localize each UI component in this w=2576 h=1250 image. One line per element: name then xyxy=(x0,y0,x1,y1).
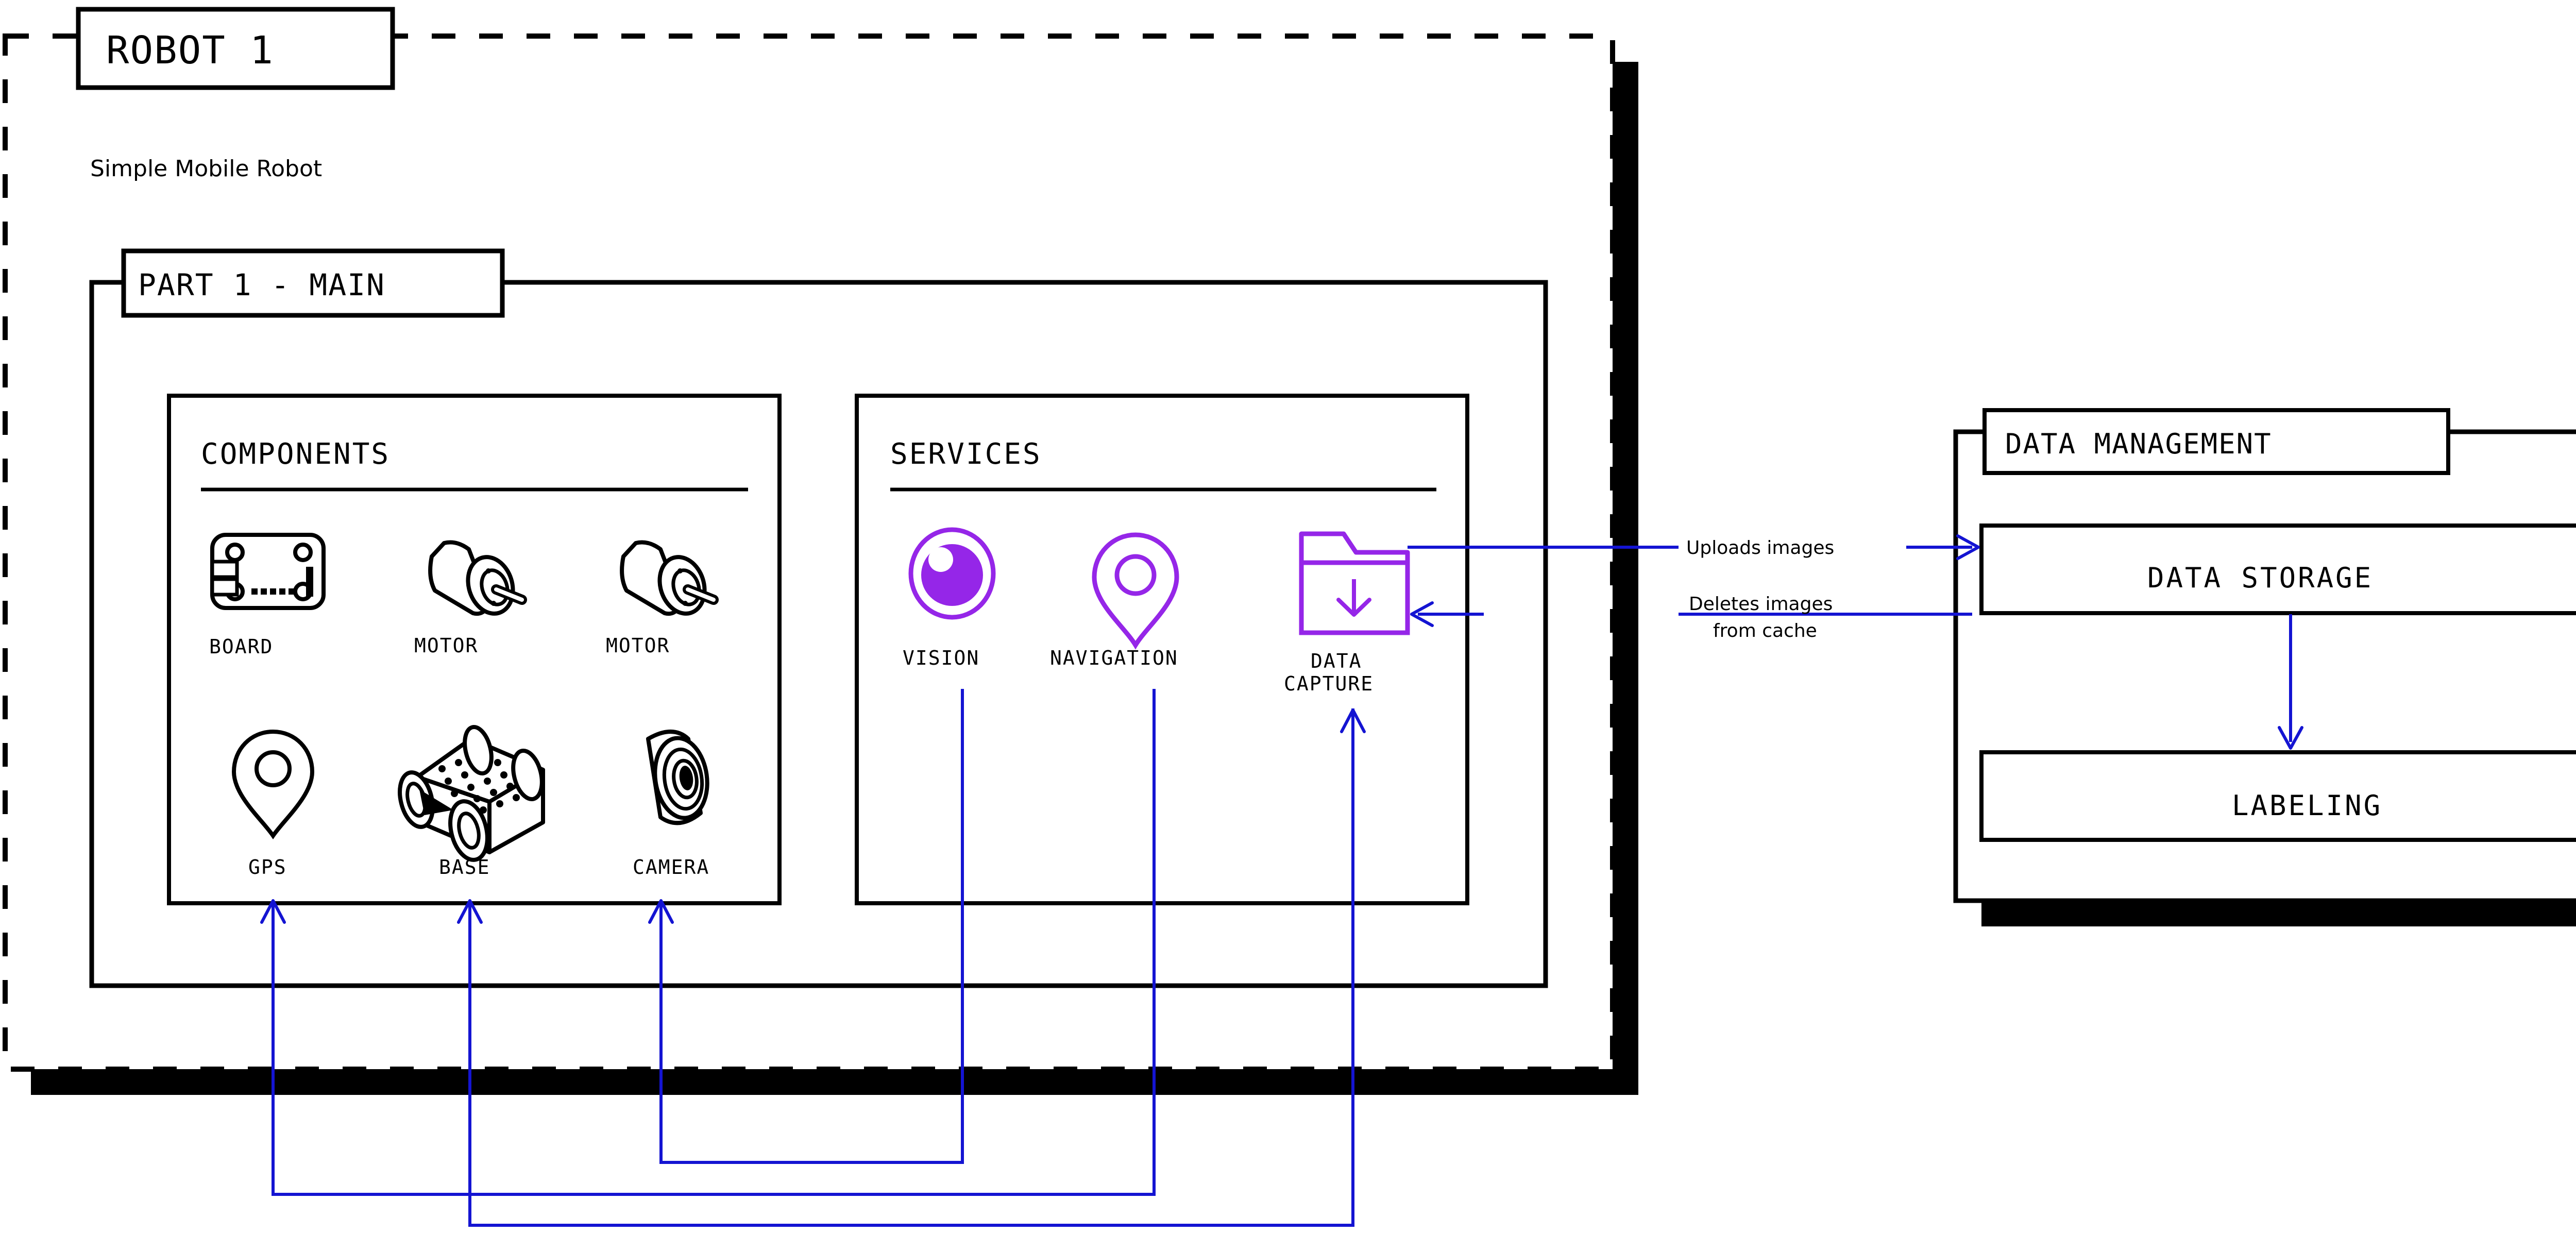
part-main-title: PART 1 - MAIN xyxy=(138,267,385,302)
edge-uploads-images-label: Uploads images xyxy=(1686,537,1834,559)
wire-vision-to-camera xyxy=(648,689,964,1164)
part-main-container xyxy=(89,280,1548,988)
components-panel: COMPONENTS xyxy=(167,394,782,905)
map-pin-icon xyxy=(231,729,315,840)
service-vision[interactable]: VISION xyxy=(903,527,996,669)
data-storage-box[interactable]: DATA STORAGE xyxy=(1979,523,2576,615)
component-base-label: BASE xyxy=(439,856,490,879)
folder-download-icon xyxy=(1299,531,1410,635)
wire-base-to-data-capture xyxy=(457,708,1366,1227)
component-gps[interactable]: GPS xyxy=(231,729,315,879)
wire-navigation-to-gps xyxy=(260,689,1156,1196)
service-data-capture-label-line2: CAPTURE xyxy=(1284,672,1374,695)
component-base[interactable]: BASE xyxy=(395,724,547,879)
service-data-capture[interactable]: DATA CAPTURE xyxy=(1284,531,1410,695)
edge-uploads-images: Uploads images xyxy=(1408,534,1980,560)
service-data-capture-label-line1: DATA xyxy=(1311,650,1362,672)
component-board[interactable]: BOARD xyxy=(209,533,326,658)
edge-deletes-images-label-line1: Deletes images xyxy=(1689,594,1833,615)
data-storage-label: DATA STORAGE xyxy=(2147,562,2373,594)
labeling-box[interactable]: LABELING xyxy=(1979,750,2576,842)
map-pin-icon xyxy=(1092,532,1179,650)
motor-icon xyxy=(428,540,527,616)
eye-icon xyxy=(908,527,996,620)
service-component-wiring xyxy=(260,689,1366,1227)
circuit-board-icon xyxy=(210,533,326,610)
robot-title: ROBOT 1 xyxy=(106,28,274,73)
data-management-shadow xyxy=(1956,432,2576,926)
edge-deletes-images-label-line2: from cache xyxy=(1713,620,1817,641)
camera-lens-icon xyxy=(646,730,709,825)
service-navigation-label: NAVIGATION xyxy=(1050,647,1178,669)
robot-base-icon xyxy=(398,724,545,862)
data-management-title: DATA MANAGEMENT xyxy=(2005,428,2272,460)
labeling-label: LABELING xyxy=(2232,789,2382,822)
service-vision-label: VISION xyxy=(903,647,979,669)
component-motor-1[interactable]: MOTOR xyxy=(414,540,527,657)
component-camera-label: CAMERA xyxy=(633,856,709,879)
edge-storage-to-labeling xyxy=(2278,614,2303,750)
component-board-label: BOARD xyxy=(209,635,273,658)
component-motor-2-label: MOTOR xyxy=(606,634,670,657)
robot-title-plate: ROBOT 1 xyxy=(76,7,395,90)
services-heading: SERVICES xyxy=(890,437,1042,471)
service-navigation[interactable]: NAVIGATION xyxy=(1050,532,1179,669)
motor-icon xyxy=(620,540,719,616)
services-panel: SERVICES xyxy=(855,394,1469,905)
component-gps-label: GPS xyxy=(248,856,287,879)
part-main-title-plate: PART 1 - MAIN xyxy=(121,248,505,318)
components-heading: COMPONENTS xyxy=(201,437,390,471)
component-motor-2[interactable]: MOTOR xyxy=(606,540,719,657)
edge-deletes-images: Deletes images from cache xyxy=(1410,594,1972,641)
component-motor-1-label: MOTOR xyxy=(414,634,478,657)
robot-subtitle: Simple Mobile Robot xyxy=(90,156,322,182)
component-camera[interactable]: CAMERA xyxy=(633,730,712,879)
data-management-title-plate: DATA MANAGEMENT xyxy=(1982,408,2450,475)
